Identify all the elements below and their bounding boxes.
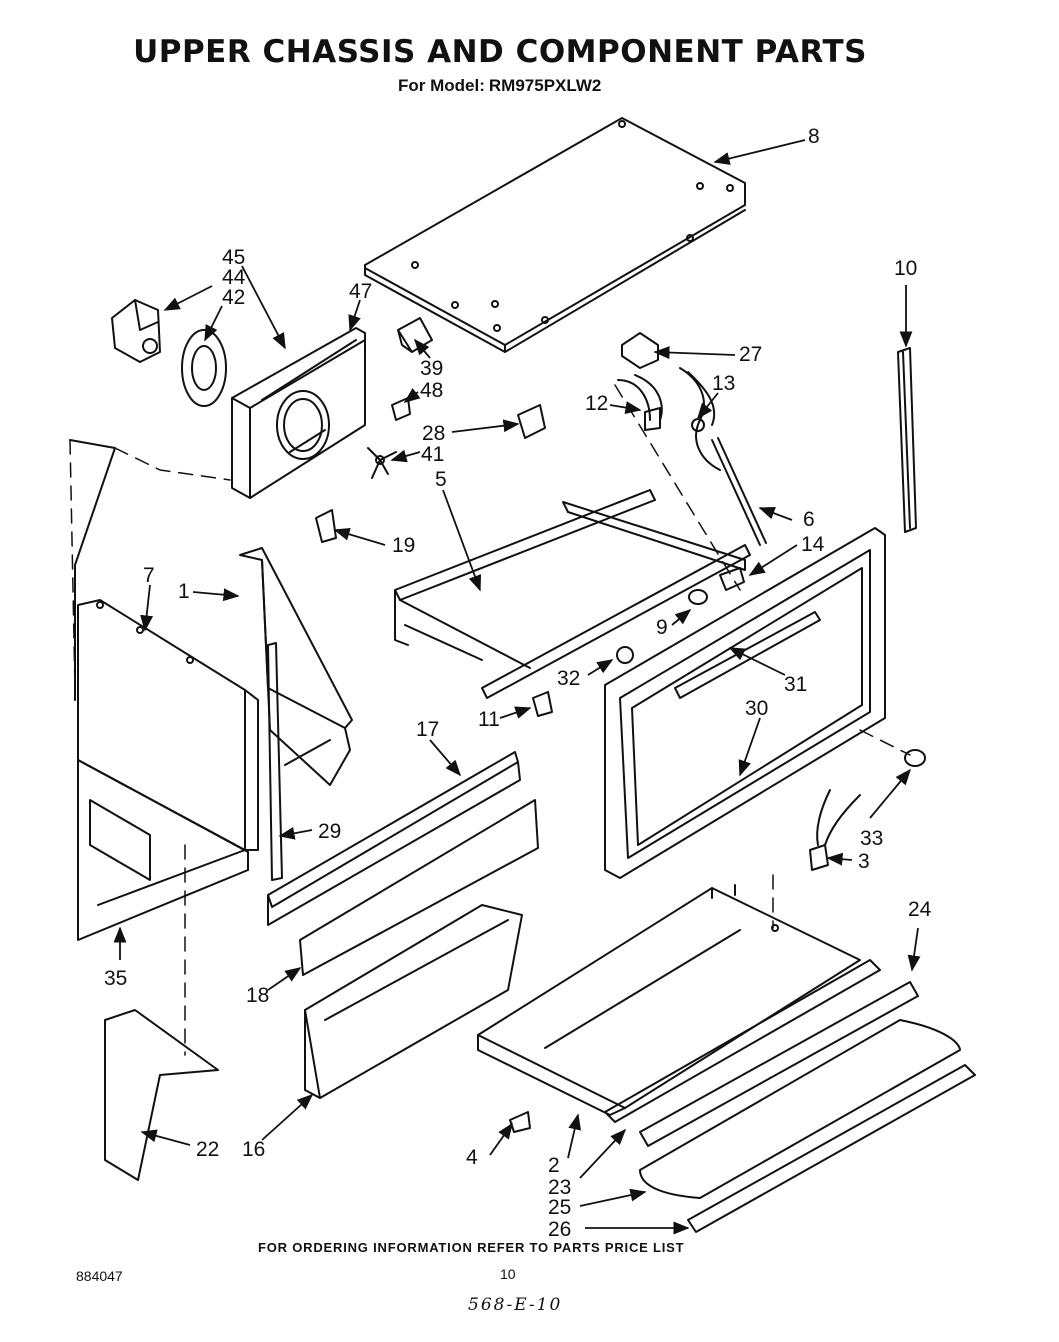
callout-39: 39 <box>420 357 443 380</box>
model-prefix: For Model: <box>398 76 485 95</box>
callout-18: 18 <box>246 984 269 1007</box>
callout-26: 26 <box>548 1218 571 1241</box>
callout-11: 11 <box>478 708 500 731</box>
callout-27: 27 <box>739 343 762 366</box>
part-switch-assembly <box>617 367 721 471</box>
callout-2: 2 <box>548 1154 560 1177</box>
callout-30: 30 <box>745 697 768 720</box>
part-lower-trim <box>304 904 523 1099</box>
part-back-panel <box>77 759 249 941</box>
callout-41: 41 <box>421 443 444 466</box>
part-strip-29 <box>267 642 283 881</box>
part-rod <box>711 437 767 546</box>
callout-22: 22 <box>196 1138 219 1161</box>
part-corner-22 <box>104 1009 219 1181</box>
callout-9: 9 <box>656 616 668 639</box>
page-title: UPPER CHASSIS AND COMPONENT PARTS <box>133 34 867 70</box>
part-clip-4 <box>509 1111 531 1133</box>
model-number: RM975PXLW2 <box>488 76 602 95</box>
part-bracket-27 <box>621 332 659 369</box>
callout-13: 13 <box>712 372 735 395</box>
part-clip-14 <box>719 567 745 591</box>
part-clip-48 <box>391 397 411 421</box>
part-knob-9 <box>688 589 708 605</box>
callout-16: 16 <box>242 1138 265 1161</box>
part-bottom-pan <box>477 884 861 1116</box>
part-knob-33 <box>904 749 926 767</box>
part-left-side-panel <box>69 439 259 851</box>
document-number: 884047 <box>76 1268 123 1284</box>
page-number: 10 <box>500 1266 516 1282</box>
callout-35: 35 <box>104 967 127 990</box>
callout-45: 45 <box>222 246 245 269</box>
part-bracket-28 <box>517 404 546 439</box>
part-fan-motor <box>111 299 227 407</box>
ordering-note: FOR ORDERING INFORMATION REFER TO PARTS … <box>258 1240 685 1255</box>
callout-17: 17 <box>416 718 439 741</box>
callout-1: 1 <box>178 580 190 603</box>
callout-42: 42 <box>222 286 245 309</box>
model-line: For Model:RM975PXLW2 <box>398 76 605 96</box>
callout-23: 23 <box>548 1176 571 1199</box>
part-side-bracket <box>239 547 353 786</box>
part-fan-blade <box>367 447 397 479</box>
callout-32: 32 <box>557 667 580 690</box>
callout-44: 44 <box>222 266 246 289</box>
part-clip-19 <box>315 509 337 543</box>
callout-47: 47 <box>349 280 372 303</box>
callout-25: 25 <box>548 1196 571 1219</box>
callout-19: 19 <box>392 534 415 557</box>
callout-24: 24 <box>908 898 932 921</box>
callout-31: 31 <box>784 673 807 696</box>
callout-3: 3 <box>858 850 870 873</box>
callout-5: 5 <box>435 468 447 491</box>
part-side-strip <box>897 347 917 533</box>
callout-6: 6 <box>803 508 815 531</box>
callout-10: 10 <box>894 257 917 280</box>
callout-4: 4 <box>466 1146 478 1169</box>
part-top-cover <box>364 117 746 353</box>
part-knob-32 <box>616 646 634 664</box>
part-door-frame <box>604 527 886 879</box>
part-clip-11 <box>532 691 553 717</box>
part-fan-shroud <box>231 327 366 499</box>
callout-33: 33 <box>860 827 883 850</box>
part-bracket-39 <box>397 317 433 353</box>
callout-29: 29 <box>318 820 341 843</box>
callout-12: 12 <box>585 392 608 415</box>
callout-48: 48 <box>420 379 443 402</box>
callout-28: 28 <box>422 422 445 445</box>
part-rail-frame <box>394 489 751 699</box>
part-light-assembly <box>604 959 976 1233</box>
callout-8: 8 <box>808 125 820 148</box>
callout-7: 7 <box>143 564 155 587</box>
handwritten-code: 568-E-10 <box>468 1295 563 1315</box>
part-front-trim <box>267 751 539 976</box>
callout-14: 14 <box>801 533 825 556</box>
